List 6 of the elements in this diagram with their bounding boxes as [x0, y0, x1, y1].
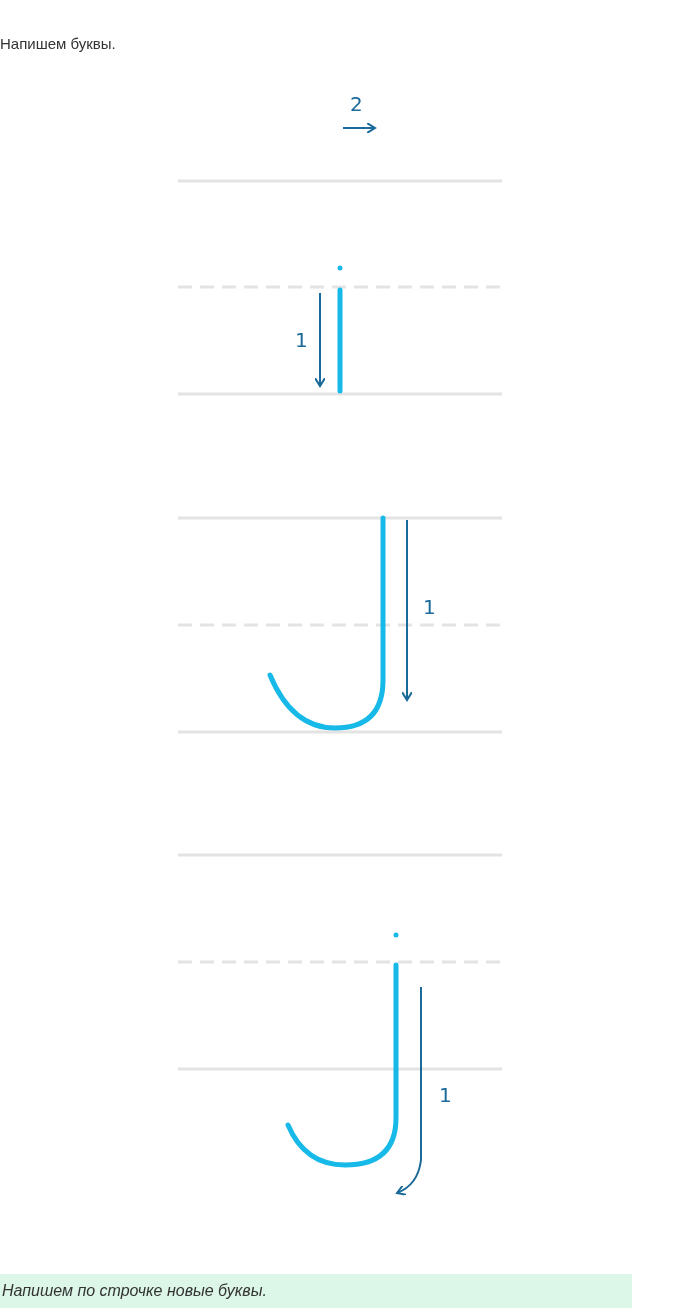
step-number: 2 — [350, 92, 363, 116]
step-number: 1 — [423, 595, 436, 619]
step-number: 1 — [295, 328, 308, 352]
caption-banner: Напишем по строчке новые буквы. — [0, 1274, 632, 1308]
step-number: 1 — [439, 1083, 452, 1107]
heading: Напишем буквы. — [0, 35, 116, 52]
